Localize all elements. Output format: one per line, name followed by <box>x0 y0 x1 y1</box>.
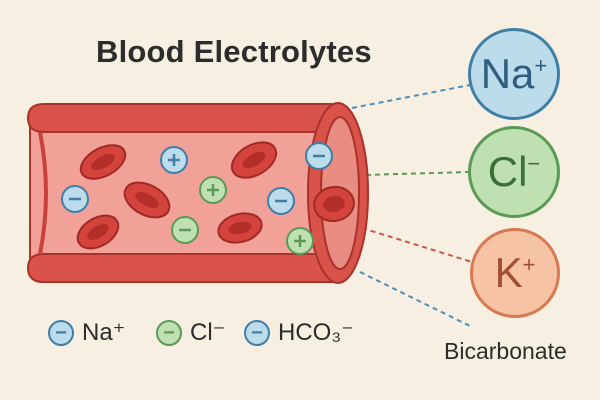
legend-item-sodium: − Na⁺ <box>48 318 125 347</box>
red-blood-cell <box>230 141 278 179</box>
sodium-ion-symbol: Na <box>480 50 535 97</box>
legend-label: HCO₃⁻ <box>278 319 354 346</box>
plus-ion-particle <box>199 176 227 204</box>
legend-label: Cl⁻ <box>190 319 226 346</box>
legend-item-chloride: − Cl⁻ <box>156 318 225 347</box>
chloride-ion-circle: Cl− <box>468 126 560 218</box>
legend-label: Na⁺ <box>82 319 126 346</box>
sodium-ion-circle: Na+ <box>468 28 560 120</box>
red-blood-cell <box>76 214 120 250</box>
minus-ion-particle <box>171 216 199 244</box>
minus-ion-particle <box>61 185 89 213</box>
potassium-ion-label: K+ <box>495 249 536 297</box>
minus-ion-particle <box>267 187 295 215</box>
connector-line-na <box>351 84 471 109</box>
minus-ion-particle <box>305 142 333 170</box>
minus-badge-icon: − <box>244 319 270 346</box>
legend-item-bicarbonate: − HCO₃⁻ <box>244 318 354 347</box>
vessel-particles <box>61 142 333 255</box>
red-blood-cell <box>217 212 263 244</box>
vessel-bottom-wall <box>26 253 341 283</box>
chloride-ion-label: Cl− <box>488 148 541 196</box>
minus-badge-icon: − <box>156 319 182 346</box>
bicarbonate-label: Bicarbonate <box>444 338 567 364</box>
page-title: Blood Electrolytes <box>96 34 372 69</box>
connector-line-bicarbonate <box>359 271 471 327</box>
vessel-left-opening <box>38 131 48 255</box>
plus-ion-particle <box>286 227 314 255</box>
red-blood-cell <box>79 144 127 180</box>
vessel-top-wall <box>26 103 341 133</box>
potassium-ion-circle: K+ <box>470 228 560 318</box>
potassium-ion-charge: + <box>522 252 536 277</box>
chloride-ion-symbol: Cl <box>487 148 528 195</box>
connector-line-k <box>361 227 473 263</box>
minus-badge-icon: − <box>48 319 74 346</box>
red-blood-cell <box>313 185 355 223</box>
red-blood-cell <box>123 181 171 219</box>
chloride-ion-charge: − <box>527 151 541 176</box>
potassium-ion-symbol: K <box>494 249 523 296</box>
sodium-ion-charge: + <box>534 53 548 78</box>
plus-ion-particle <box>160 146 188 174</box>
sodium-ion-label: Na+ <box>481 50 548 98</box>
legend: − Na⁺ − Cl⁻ − HCO₃⁻ <box>48 312 388 352</box>
